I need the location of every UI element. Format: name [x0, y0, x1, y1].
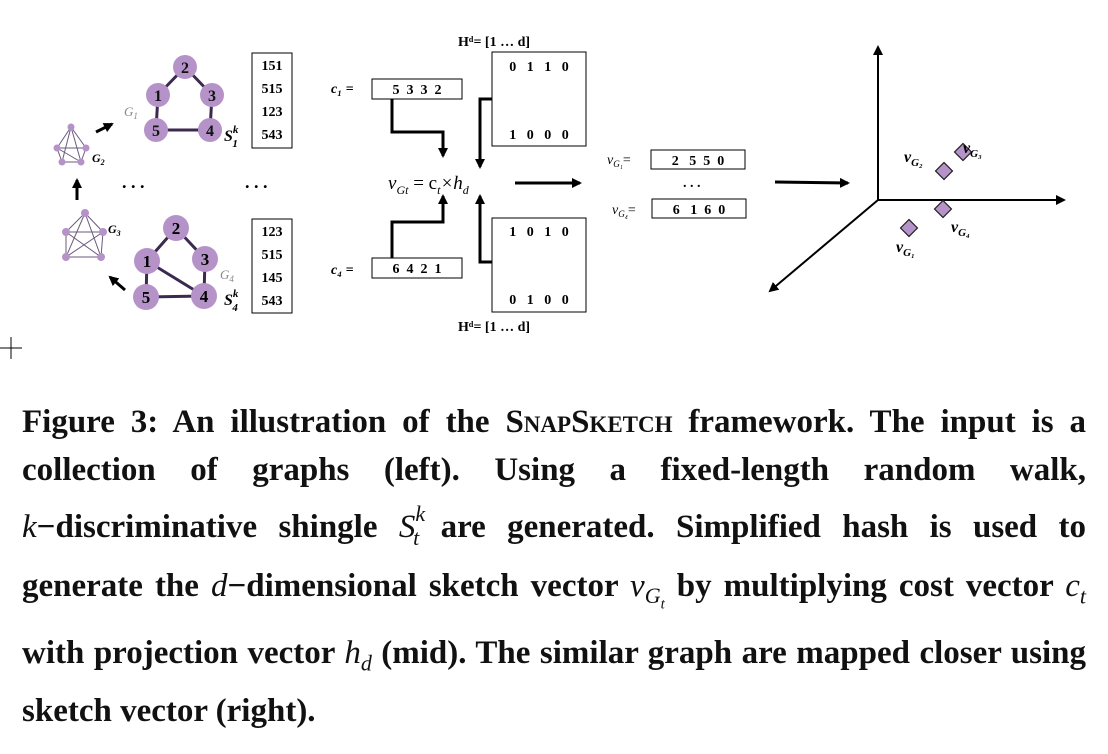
s1-value-4: 543: [262, 128, 283, 143]
g4-label: G4: [220, 267, 234, 284]
c1-label: c₁ =: [331, 82, 354, 97]
hash-section: Hᵈ= [1 … d] 0 1 1 0 1 0 0 0 c₁ = 5 3 3 2…: [331, 35, 747, 335]
g1-node-5: 5: [152, 123, 160, 140]
graph-g2: G2: [53, 123, 105, 167]
point-g1-label: vG₁: [896, 239, 915, 259]
point-g3: [953, 142, 973, 162]
point-g4-label: vG₄: [951, 219, 970, 239]
graph-g1: 2 1 3 5 4 G1: [124, 55, 224, 142]
g1-label: G1: [124, 104, 138, 121]
left-arrows: [72, 122, 126, 292]
g2-label: G2: [92, 151, 105, 167]
ellipsis-left-2: . . .: [245, 172, 268, 192]
hd-top-label: Hᵈ= [1 … d]: [458, 35, 530, 50]
g4-node-3: 3: [201, 250, 210, 269]
point-g1: [899, 218, 919, 238]
s1-value-1: 151: [262, 59, 283, 74]
embedding-space: vG₂ vG₃ vG₄ vG₁: [768, 45, 1066, 293]
g1-node-2: 2: [181, 60, 189, 77]
hash-formula: vGt = ct×hd: [388, 173, 470, 197]
vg1-values: 2 5 5 0: [672, 154, 725, 169]
g1-node-3: 3: [208, 88, 216, 105]
point-g2-label: vG₂: [904, 149, 923, 169]
g4-node-5: 5: [142, 288, 151, 307]
hd-bottom-label: Hᵈ= [1 … d]: [458, 320, 530, 335]
graph-g4: 2 1 3 5 4 G4: [133, 215, 234, 310]
h-bot-row-2: 0 1 0 0: [509, 293, 569, 308]
g1-node-4: 4: [206, 123, 214, 140]
vg4-values: 6 1 6 0: [673, 203, 726, 218]
g1-node-1: 1: [154, 88, 162, 105]
point-g2: [934, 161, 954, 181]
s4-value-3: 145: [262, 271, 283, 286]
g3-label: G3: [108, 222, 121, 238]
s4-value-4: 543: [262, 294, 283, 309]
c4-values: 6 4 2 1: [393, 262, 442, 277]
point-g4: [933, 199, 953, 219]
c4-label: c₄ =: [331, 263, 354, 278]
s4-value-1: 123: [262, 225, 283, 240]
h-top-row-2: 1 0 0 0: [509, 128, 569, 143]
s1-value-3: 123: [262, 105, 283, 120]
s4-value-2: 515: [262, 248, 283, 263]
h-bot-row-1: 1 0 1 0: [509, 225, 569, 240]
g4-node-2: 2: [172, 219, 181, 238]
ellipsis-left: . . .: [122, 172, 145, 192]
crosshair-mark: [0, 337, 22, 359]
c1-values: 5 3 3 2: [393, 83, 442, 98]
s1-value-2: 515: [262, 82, 283, 97]
vg4-label: vG₄=: [612, 203, 636, 219]
h-top-row-1: 0 1 1 0: [509, 60, 569, 75]
g4-node-1: 1: [143, 252, 152, 271]
g4-node-4: 4: [200, 287, 209, 306]
figure-caption: Figure 3: An illustration of the SnapSke…: [22, 404, 1087, 730]
mid-ellipsis: . . .: [683, 176, 701, 191]
point-g3-label: vG₃: [963, 140, 982, 160]
graph-g3: G3: [62, 209, 121, 261]
vg1-label: vG₁=: [607, 153, 631, 169]
